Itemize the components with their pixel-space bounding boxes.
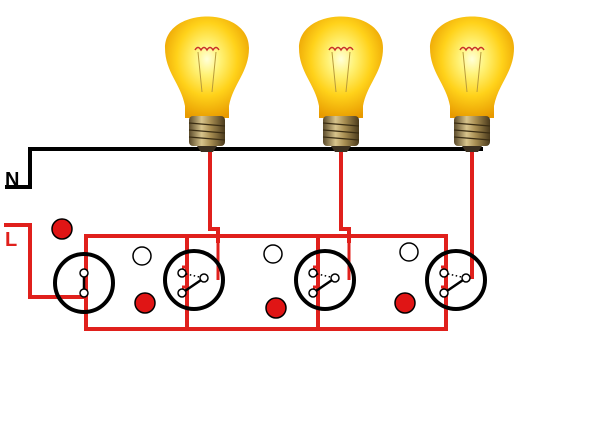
bulb2-drop-wire	[339, 152, 351, 243]
bulb-2	[298, 15, 384, 153]
indicator-red-2	[134, 292, 156, 314]
line-label: L	[5, 229, 17, 251]
two-way-switch-2	[294, 249, 356, 311]
indicator-white-1	[132, 246, 152, 266]
two-way-switch-3	[425, 249, 487, 311]
indicator-red-3	[265, 297, 287, 319]
two-way-switch-1	[163, 249, 225, 311]
bulb-3	[429, 15, 515, 153]
bulb1-drop-wire	[208, 152, 220, 243]
bulb-1	[164, 15, 250, 153]
neutral-wire	[5, 147, 483, 189]
indicator-red-4	[394, 292, 416, 314]
indicator-white-2	[263, 244, 283, 264]
indicator-red-1	[51, 218, 73, 240]
neutral-label: N	[5, 169, 19, 191]
indicator-white-3	[399, 242, 419, 262]
